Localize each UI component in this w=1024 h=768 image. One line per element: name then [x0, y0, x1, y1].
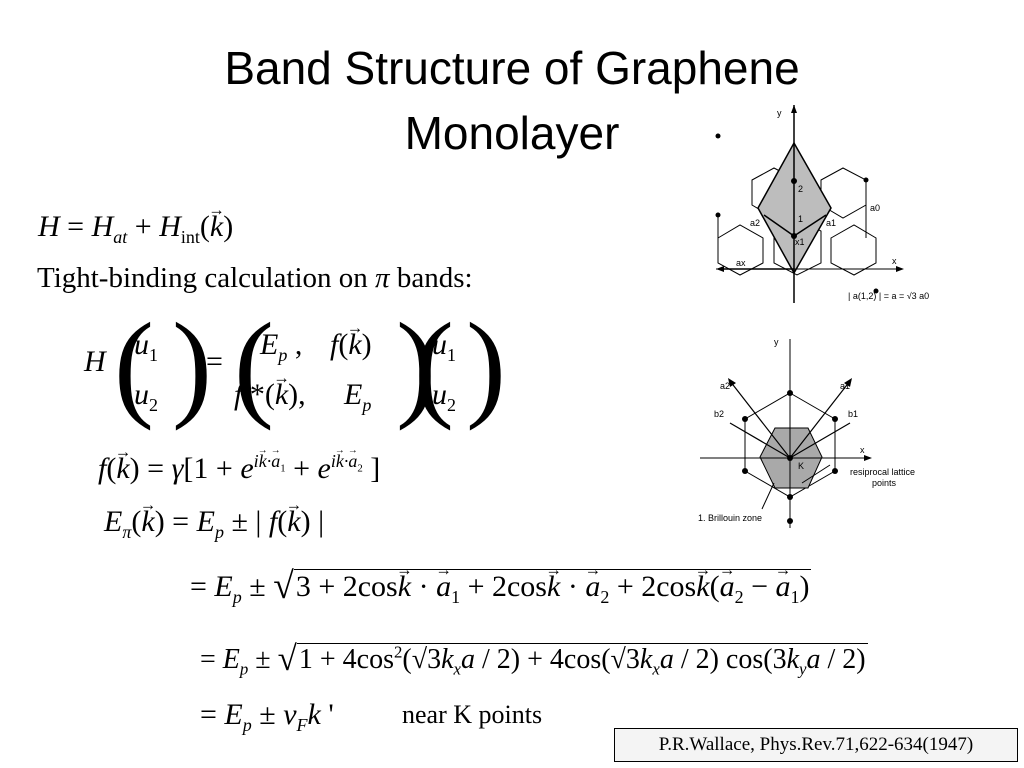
near-k-label: near K points [402, 700, 543, 729]
fig1-ax-label: ax [736, 258, 746, 268]
f-k-equation: f(k) = γ[1 + eik·a1 + eik·a2 ] [98, 452, 380, 484]
fig2-a1-label: a1 [840, 381, 850, 391]
fig2-a2-label: a2 [720, 381, 730, 391]
fig1-a0-label: a0 [870, 203, 880, 213]
fig2-k-label: K [798, 461, 804, 471]
tb-pi: π [375, 262, 390, 294]
fig1-equation: | a(1,2) | = a = √3 a0 [848, 291, 929, 301]
fig1-y-label: y [777, 108, 782, 118]
matrix-equation: H ( u1 u2 ) = ( Ep , f(k) f *(k), Ep ) (… [84, 305, 506, 430]
hamiltonian-equation: H = Hat + Hint(k) [38, 212, 233, 247]
fig1-point-2: 2 [798, 184, 803, 194]
fig1-x1-label: x1 [795, 237, 805, 247]
fig2-b1-label: b1 [848, 409, 858, 419]
fig1-a2-label: a2 [750, 218, 760, 228]
fig1-point-1: 1 [798, 214, 803, 224]
energy-expansion-2: = Ep ± √1 + 4cos2(√3kxa / 2) + 4cos(√3kx… [200, 639, 868, 679]
real-space-lattice-figure: y x a0 a1 a2 ax x1 1 2 | a(1,2) | = a = … [715, 105, 929, 303]
fig2-recip-label-1: resiprocal lattice [850, 467, 915, 477]
slide-title-line-2: Monolayer [404, 107, 620, 159]
fig2-bz-label: 1. Brillouin zone [698, 513, 762, 523]
tb-bands: bands: [396, 262, 473, 294]
fig2-b2-label: b2 [714, 409, 724, 419]
tb-text: Tight-binding calculation on [37, 262, 368, 294]
energy-equation: Eπ(k) = Ep ± | f(k) | [104, 507, 324, 542]
fig2-x-label: x [860, 445, 865, 455]
citation-box: P.R.Wallace, Phys.Rev.71,622-634(1947) [614, 728, 1018, 762]
reciprocal-lattice-figure: y x a1 a2 b1 b2 K resiprocal lattice poi… [698, 337, 915, 528]
hex-bottom-left [717, 224, 764, 276]
fig1-a1-label: a1 [826, 218, 836, 228]
slide-title-line-1: Band Structure of Graphene [224, 42, 800, 94]
near-k-equation: = Ep ± vFk ' [200, 698, 334, 735]
fig1-x-label: x [892, 256, 897, 266]
energy-expansion-1: = Ep ± √3 + 2cosk · a1 + 2cosk · a2 + 2c… [190, 568, 812, 606]
fig2-recip-label-2: points [872, 478, 897, 488]
fig2-y-label: y [774, 337, 779, 347]
tight-binding-text: Tight-binding calculation on π bands: [37, 264, 473, 293]
hex-bottom-right [830, 224, 877, 276]
